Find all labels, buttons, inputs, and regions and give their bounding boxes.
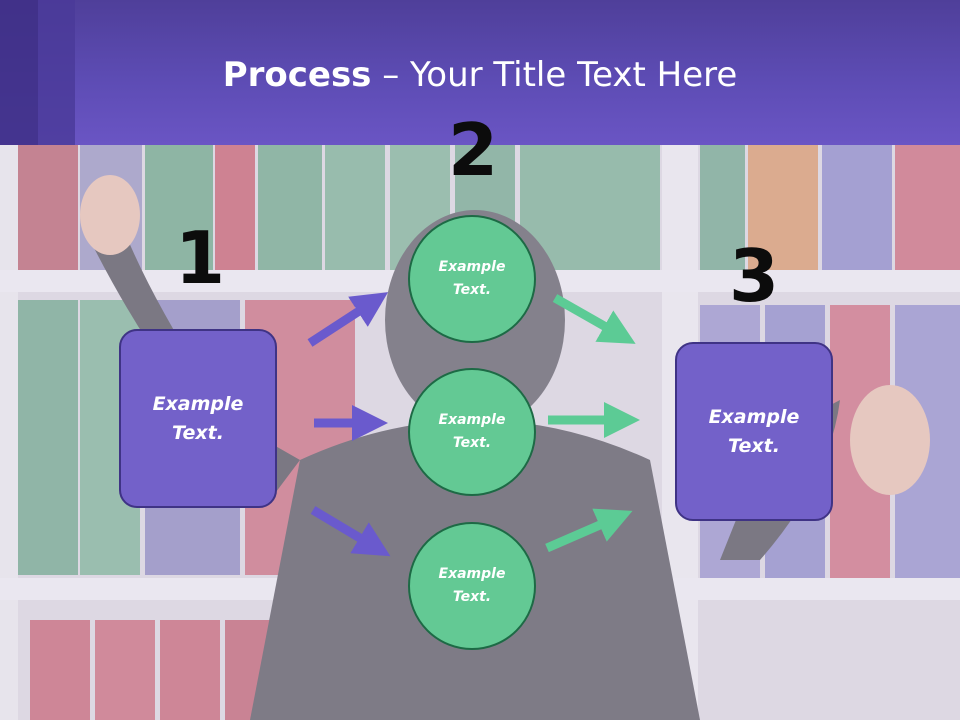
circle-bot-line1: Example	[438, 566, 506, 582]
step-2-circle-middle[interactable]: Example Text.	[408, 368, 536, 496]
circle-top-line2: Text.	[452, 282, 492, 298]
step-3-box[interactable]: Example Text.	[675, 342, 833, 521]
step-1-text: Example Text.	[153, 390, 244, 448]
step-2-circle-bottom[interactable]: Example Text.	[408, 522, 536, 650]
arrow-top-to-right	[552, 294, 636, 344]
step-number-2: 2	[447, 108, 499, 192]
title-bold: Process	[222, 55, 372, 95]
circle-bot-line2: Text.	[452, 589, 492, 605]
title-rest: – Your Title Text Here	[371, 55, 738, 95]
step-1-box[interactable]: Example Text.	[119, 329, 277, 508]
arrow-left-to-top	[307, 292, 389, 347]
step-1-line1: Example	[152, 392, 244, 415]
step-3-line1: Example	[708, 405, 800, 428]
circle-mid-line2: Text.	[452, 435, 492, 451]
step-number-1: 1	[174, 216, 226, 300]
circle-mid-line1: Example	[438, 412, 506, 428]
banner-stripe	[38, 0, 75, 145]
step-3-line2: Text.	[728, 434, 780, 457]
arrow-bot-to-right	[545, 508, 633, 553]
circle-bot-text: Example Text.	[439, 563, 506, 609]
arrow-left-to-bot	[310, 506, 391, 557]
banner-stripe	[0, 0, 38, 145]
step-2-circle-top[interactable]: Example Text.	[408, 215, 536, 343]
step-number-3: 3	[728, 234, 780, 318]
step-3-text: Example Text.	[709, 403, 800, 461]
title-banner: Process – Your Title Text Here	[0, 0, 960, 145]
slide-title: Process – Your Title Text Here	[0, 54, 960, 96]
circle-top-text: Example Text.	[439, 256, 506, 302]
circle-mid-text: Example Text.	[439, 409, 506, 455]
circle-top-line1: Example	[438, 259, 506, 275]
step-1-line2: Text.	[172, 421, 224, 444]
